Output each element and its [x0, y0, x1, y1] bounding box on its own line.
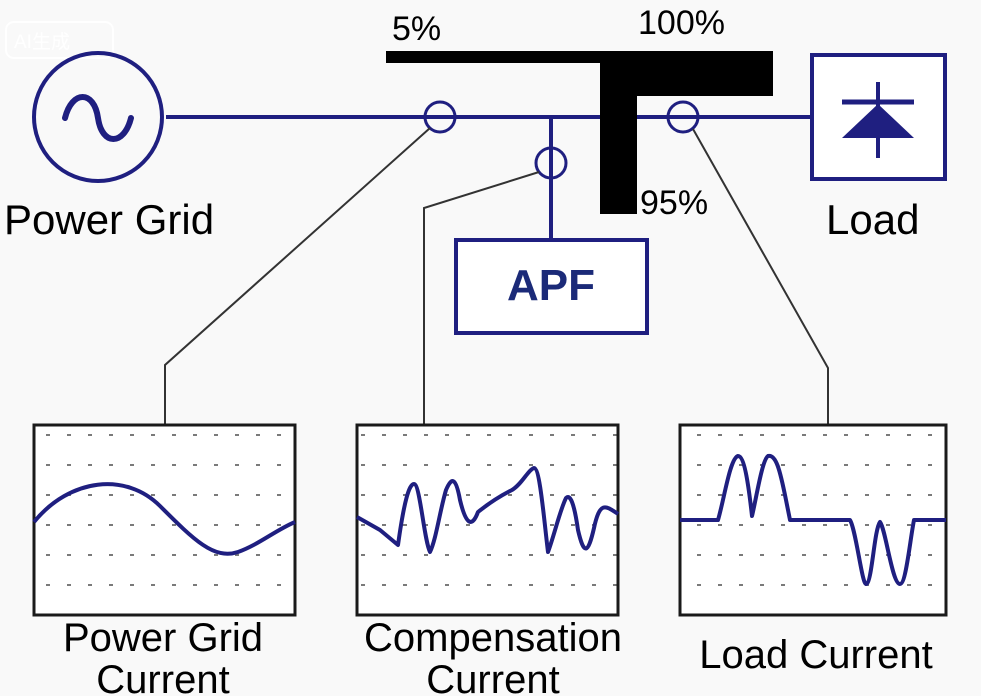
- compensation-current-scope: [355, 423, 620, 617]
- power-grid-source: [32, 51, 164, 183]
- load-current-scope: [678, 423, 948, 617]
- hundred-percent-label: 100%: [638, 4, 725, 42]
- sine-wave-icon: [62, 94, 134, 142]
- grid-current-label-line2: Current: [96, 658, 229, 696]
- watermark-badge: [5, 21, 114, 59]
- apf-label: APF: [507, 261, 595, 310]
- load-current-leader: [692, 128, 829, 425]
- load-current-probe: [666, 100, 700, 134]
- load-current-label: Load Current: [699, 633, 932, 677]
- grid-current-scope: [32, 423, 297, 617]
- scope-grid: [357, 425, 618, 615]
- load-current-waveform: [680, 453, 946, 586]
- current-split-bar: [386, 51, 773, 214]
- load-label: Load: [826, 196, 919, 243]
- grid-current-waveform: [32, 482, 296, 556]
- ninety-five-percent-label: 95%: [640, 184, 708, 222]
- power-grid-label: Power Grid: [4, 196, 214, 243]
- grid-current-leader: [164, 127, 431, 425]
- load-box: [810, 53, 947, 181]
- ac-source-circle: [32, 51, 164, 183]
- five-percent-label: 5%: [392, 10, 441, 48]
- scope-frame: [355, 423, 620, 617]
- grid-current-label-line1: Power Grid: [63, 616, 263, 660]
- compensation-current-leader: [423, 171, 540, 425]
- grid-current-probe: [423, 100, 457, 134]
- scope-grid: [34, 425, 295, 615]
- apf-box: [454, 238, 649, 335]
- diode-icon: [842, 104, 914, 138]
- compensation-current-label-line1: Compensation: [364, 616, 622, 660]
- watermark-text: AI生成: [14, 31, 70, 53]
- compensation-current-probe: [534, 146, 568, 180]
- compensation-current-label-line2: Current: [426, 658, 559, 696]
- compensation-current-waveform: [356, 466, 620, 554]
